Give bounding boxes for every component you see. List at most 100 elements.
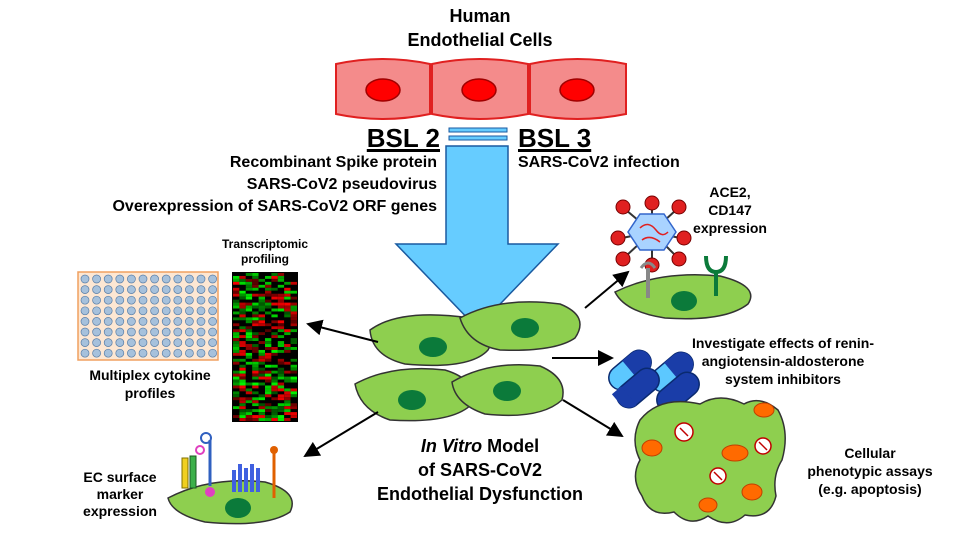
- bsl2-item: Recombinant Spike protein: [229, 154, 437, 171]
- heatmap-cell: [265, 296, 272, 300]
- heatmap-cell: [290, 299, 297, 303]
- well: [92, 327, 101, 337]
- heatmap-cell: [233, 305, 240, 309]
- heatmap-cell: [245, 338, 253, 342]
- heatmap-cell: [245, 302, 253, 306]
- cytokine-line2: profiles: [124, 385, 176, 401]
- heatmap-cell: [284, 302, 291, 306]
- heatmap-cell: [258, 293, 265, 297]
- well: [161, 295, 171, 305]
- heatmap-cell: [233, 364, 240, 368]
- heatmap-cell: [284, 385, 291, 389]
- heatmap-cell: [239, 415, 246, 419]
- well: [208, 306, 217, 316]
- heatmap-cell: [284, 293, 291, 297]
- heatmap-cell: [239, 412, 246, 416]
- heatmap-cell: [271, 418, 278, 421]
- heatmap-cell: [277, 275, 285, 279]
- heatmap-cell: [284, 400, 291, 404]
- heatmap-cell: [239, 382, 246, 386]
- well: [92, 274, 101, 284]
- heatmap-cell: [271, 349, 278, 353]
- heatmap-cell: [284, 341, 291, 345]
- well: [138, 338, 148, 347]
- heatmap-cell: [271, 358, 278, 362]
- well: [208, 285, 217, 294]
- heatmap-cell: [290, 296, 297, 300]
- heatmap-cell: [271, 379, 278, 383]
- heatmap-cell: [239, 406, 246, 410]
- heatmap-cell: [252, 358, 259, 362]
- heatmap-cell: [271, 373, 278, 377]
- heatmap-cell: [271, 415, 278, 419]
- heatmap-cell: [252, 293, 259, 297]
- heatmap-cell: [277, 364, 285, 368]
- heatmap-cell: [277, 352, 285, 356]
- heatmap-cell: [233, 382, 240, 386]
- transcriptomic-line1: Transcriptomic: [221, 237, 309, 251]
- heatmap-cell: [290, 320, 297, 324]
- heatmap-cell: [277, 347, 285, 350]
- heatmap-cell: [265, 299, 272, 303]
- heatmap-cell: [258, 406, 265, 410]
- heatmap-cell: [265, 415, 272, 419]
- heatmap-cell: [277, 403, 285, 407]
- heatmap-cell: [245, 370, 253, 374]
- heatmap-cell: [277, 329, 285, 333]
- heatmap-cell: [277, 287, 285, 291]
- well: [161, 317, 171, 326]
- heatmap-cell: [258, 302, 265, 306]
- heatmap-cell: [277, 373, 285, 377]
- heatmap-cell: [265, 329, 272, 333]
- well: [115, 285, 125, 294]
- heatmap-cell: [258, 338, 265, 342]
- heatmap-cell: [290, 344, 297, 347]
- well: [103, 327, 113, 337]
- well: [80, 327, 90, 337]
- heatmap-cell: [252, 290, 259, 294]
- heatmap-cell: [233, 412, 240, 416]
- heatmap-cell: [252, 299, 259, 303]
- well: [115, 317, 125, 326]
- heatmap-cell: [271, 388, 278, 392]
- heatmap-cell: [233, 287, 240, 291]
- heatmap-cell: [258, 273, 265, 276]
- well-plate-icon: [77, 271, 219, 361]
- heatmap-cell: [265, 394, 272, 398]
- heatmap-cell: [277, 308, 285, 312]
- well: [115, 348, 125, 358]
- heatmap-cell: [239, 341, 246, 345]
- heatmap-cell: [252, 347, 259, 350]
- heatmap-cell: [245, 403, 253, 407]
- heatmap-cell: [245, 376, 253, 380]
- heatmap-cell: [258, 329, 265, 333]
- heatmap-cell: [252, 305, 259, 309]
- heatmap-cell: [245, 305, 253, 309]
- phenotype-line1: Cellular: [844, 445, 896, 461]
- heatmap-cell: [233, 376, 240, 380]
- green-cell-nucleus: [511, 318, 539, 338]
- heatmap-cell: [258, 415, 265, 419]
- heatmap-cell: [245, 293, 253, 297]
- heatmap-cell: [233, 406, 240, 410]
- heatmap-cell: [252, 415, 259, 419]
- heatmap-cell: [233, 302, 240, 306]
- heatmap-cell: [277, 415, 285, 419]
- well: [103, 274, 113, 284]
- well: [138, 348, 148, 358]
- heatmap-cell: [252, 391, 259, 395]
- heatmap-cell: [265, 352, 272, 356]
- heatmap-cell: [252, 329, 259, 333]
- heatmap-cell: [290, 415, 297, 419]
- marker-icons: [181, 432, 278, 498]
- heatmap-cell: [284, 305, 291, 309]
- well: [92, 317, 101, 326]
- heatmap-cell: [233, 290, 240, 294]
- heatmap-cell: [245, 379, 253, 383]
- heatmap-cell: [277, 367, 285, 371]
- heatmap-cell: [245, 349, 253, 353]
- heatmap-cell: [233, 314, 240, 318]
- heatmap-cell: [245, 361, 253, 365]
- well: [80, 285, 90, 294]
- heatmap-cell: [252, 400, 259, 404]
